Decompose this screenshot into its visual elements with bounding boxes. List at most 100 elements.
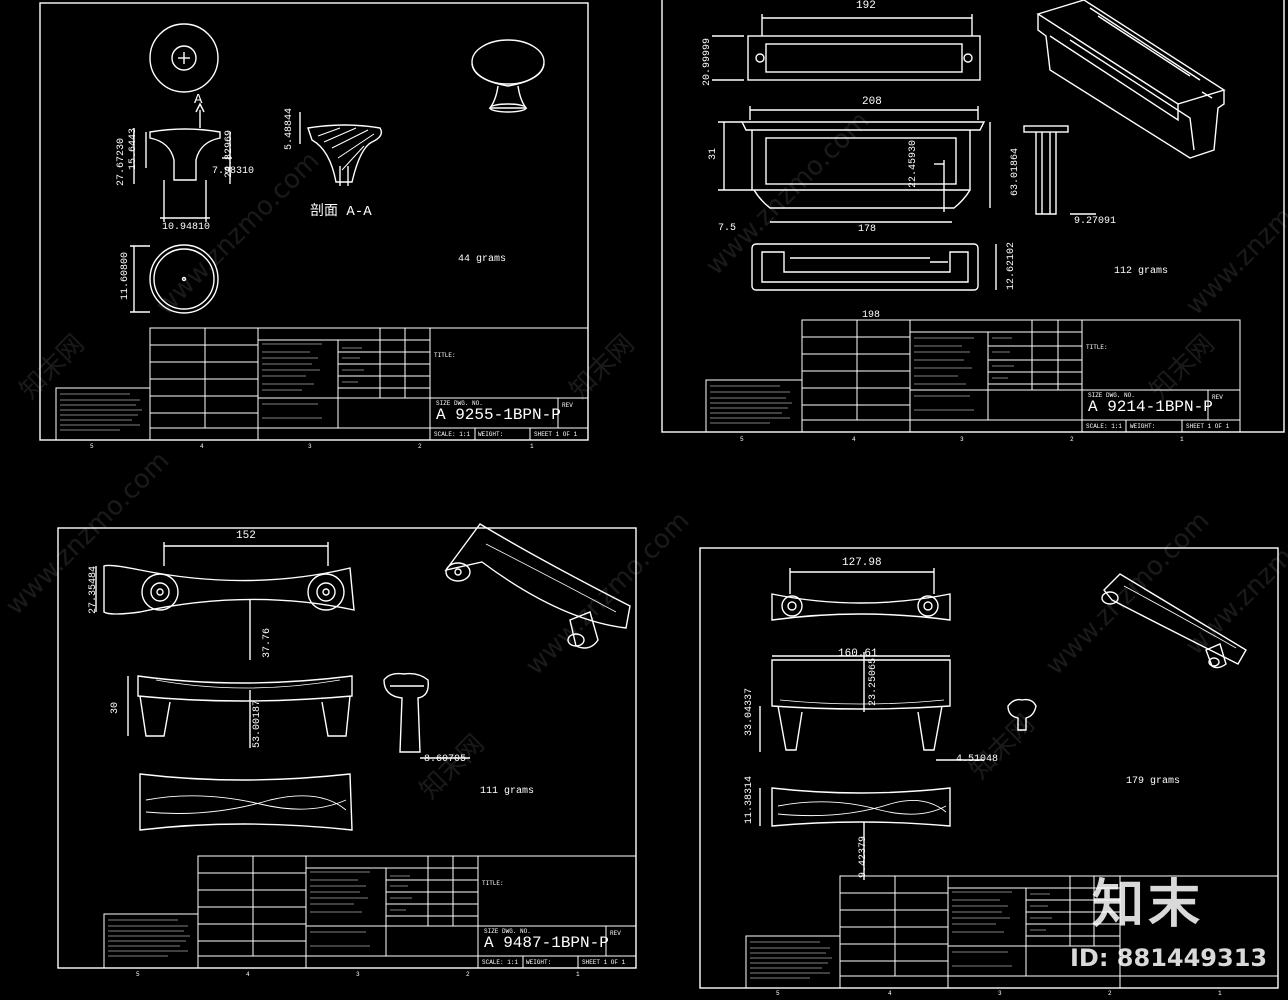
sheet-2-dim-h6: 12.62102 [1006,241,1017,290]
sheet-4-dim-h3: 4.51048 [956,754,999,765]
sheet-2-title-block [705,319,1241,433]
sheet-4-zone-4: 4 [888,990,892,997]
pull-iso-view [1036,0,1226,159]
sheet-3-weight-label: WEIGHT: [526,959,552,966]
sheet-2-dim-h2: 31 [708,147,719,160]
sheet-3-zone-3: 3 [356,971,360,978]
sheet-4-title-block [745,875,1279,989]
sheet-2-dim-h1: 20.99999 [702,37,713,86]
sheet-3-size-label: SIZE DWG. NO. [484,928,531,935]
sheet-3-title-block [103,855,637,969]
sheet-4-dim-h1: 23.25065 [868,657,879,706]
sheet-2-dim-w-mid: 208 [862,96,882,108]
sheet-4-dim-h5: 9.42379 [858,835,869,878]
sheet-2-scale: SCALE: 1:1 [1086,423,1123,430]
curved-pull-front-view [127,675,353,748]
curved-pull-bottom-view [139,773,353,831]
sheet-1-dim-d1: 27.67230 [116,137,127,186]
pull-top-view [712,14,981,81]
sheet-1-weight-label: WEIGHT: [478,431,504,438]
sheet-3-scale: SCALE: 1:1 [482,959,519,966]
sheet-3-sheet: SHEET 1 OF 1 [582,959,626,966]
sheet-1-part-number: A 9255-1BPN-P [436,406,561,424]
sheet-2 [661,0,1285,433]
sheet-1 [39,2,589,441]
sheet-2-zone-1: 1 [1180,436,1184,443]
sheet-2-part-number: A 9214-1BPN-P [1088,398,1213,416]
sheet-1-title-label: TITLE: [434,352,456,359]
pull-side-view [1023,125,1096,215]
sheet-1-weight: 44 grams [458,254,507,265]
sheet-2-rev-label: REV [1212,394,1223,401]
sheet-4-zone-1: 1 [1218,990,1222,997]
watermark-id: ID: 881449313 [1070,944,1268,972]
sheet-3-zone-2: 2 [466,971,470,978]
sheet-4-weight: 179 grams [1126,776,1181,787]
sheet-2-dim-h3: 22.45930 [908,139,919,188]
sheet-4-zone-5: 5 [776,990,780,997]
curved-pull-end-view [383,672,470,759]
sheet-4-zone-2: 2 [1108,990,1112,997]
pull-front-view [718,106,991,223]
sheet-1-sheet: SHEET 1 OF 1 [534,431,578,438]
knob-top-view [149,23,219,93]
sheet-3-zone-4: 4 [246,971,250,978]
sheet-1-title-block [55,327,589,441]
sheet-2-dim-h4: 63.01864 [1010,147,1021,196]
section-view-aa [299,112,383,186]
sheet-1-zone-3: 3 [308,443,312,450]
sheet-3-zone-5: 5 [136,971,140,978]
sheet-1-zone-5: 5 [90,443,94,450]
sheet-3 [57,523,637,969]
sheet-1-dim-d3: 7.98310 [212,166,255,177]
sheet-1-dim-d2: 15.6443 [128,127,139,170]
bow-pull-top-view [771,568,951,621]
pull-bottom-view [751,243,997,291]
sheet-3-part-number: A 9487-1BPN-P [484,934,609,952]
sheet-1-dim-d7: 11.60800 [120,251,131,300]
sheet-2-zone-5: 5 [740,436,744,443]
watermark-logo: 知末 [1092,875,1205,935]
sheet-3-dim-h2: 37.76 [262,627,273,658]
sheet-2-title-label: TITLE: [1086,344,1108,351]
sheet-3-dim-h4: 53.00187 [252,699,263,748]
sheet-3-border [57,527,637,969]
sheet-3-dim-w-top: 152 [236,530,256,542]
curved-pull-top-view [95,542,355,660]
bow-pull-end-view [1007,698,1037,731]
sheet-1-size-label: SIZE DWG. NO. [436,400,483,407]
sheet-2-weight: 112 grams [1114,266,1169,277]
sheet-1-rev-label: REV [562,402,573,409]
sheet-4-dim-h4: 11.38314 [744,775,755,824]
knob-side-view [133,102,232,222]
sheet-4-dim-w-mid: 160.61 [838,648,878,660]
sheet-1-section-marker: A [194,92,203,108]
sheet-1-scale: SCALE: 1:1 [434,431,471,438]
sheet-3-zone-1: 1 [576,971,580,978]
bow-pull-front-view [759,652,984,761]
sheet-1-section-label: 剖面 A-A [310,204,372,220]
sheet-2-dim-h5: 9.27091 [1074,216,1117,227]
sheet-3-dim-h3: 30 [110,701,121,714]
knob-iso-view [471,39,545,113]
knob-bottom-view [130,244,219,314]
sheet-1-border [39,2,589,441]
sheet-2-dim-w-top: 192 [856,0,876,12]
sheet-2-weight-label: WEIGHT: [1130,423,1156,430]
curved-pull-iso-view [444,523,631,649]
sheet-3-rev-label: REV [610,930,621,937]
sheet-1-zone-1: 1 [530,443,534,450]
sheet-2-sheet: SHEET 1 OF 1 [1186,423,1230,430]
sheet-3-dim-h1: 27.35484 [88,565,99,614]
sheet-4 [699,547,1279,989]
sheet-3-title-label: TITLE: [482,880,504,887]
sheet-3-dim-h5: 8.60705 [424,754,467,765]
sheet-1-dim-d5: 5.48844 [284,107,295,150]
sheet-1-zone-2: 2 [418,443,422,450]
sheet-2-dim-w-in: 178 [858,224,877,235]
sheet-2-zone-4: 4 [852,436,856,443]
sheet-2-dim-w-bot: 198 [862,310,881,321]
bow-pull-bottom-view [759,787,951,880]
sheet-4-dim-h2: 33.04337 [744,687,755,736]
